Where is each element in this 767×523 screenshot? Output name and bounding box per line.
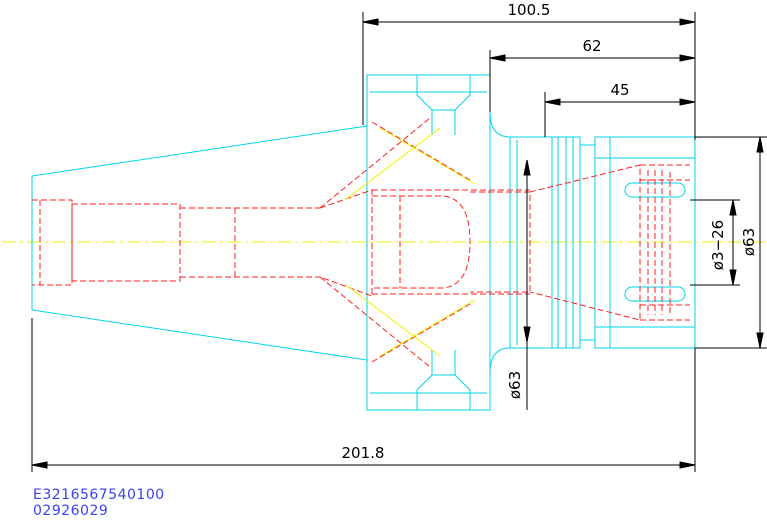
hidden-lines: [32, 117, 690, 368]
order-number: 02926029: [33, 503, 109, 519]
dim-clamping-range: ø3−26: [709, 220, 727, 270]
dim-overall-length: 201.8: [342, 444, 385, 462]
dim-flange-to-end: 100.5: [508, 1, 551, 19]
dim-body-length: 62: [582, 37, 601, 55]
part-number: E3216567540100: [33, 487, 165, 503]
dim-nut-diameter: ø63: [740, 228, 758, 256]
coolant-passages: [344, 127, 476, 357]
code-block: E3216567540100 02926029: [33, 487, 165, 519]
dim-nut-length: 45: [610, 81, 629, 99]
dim-body-diameter: ø63: [506, 371, 524, 399]
dimension-lines: [31, 12, 767, 472]
